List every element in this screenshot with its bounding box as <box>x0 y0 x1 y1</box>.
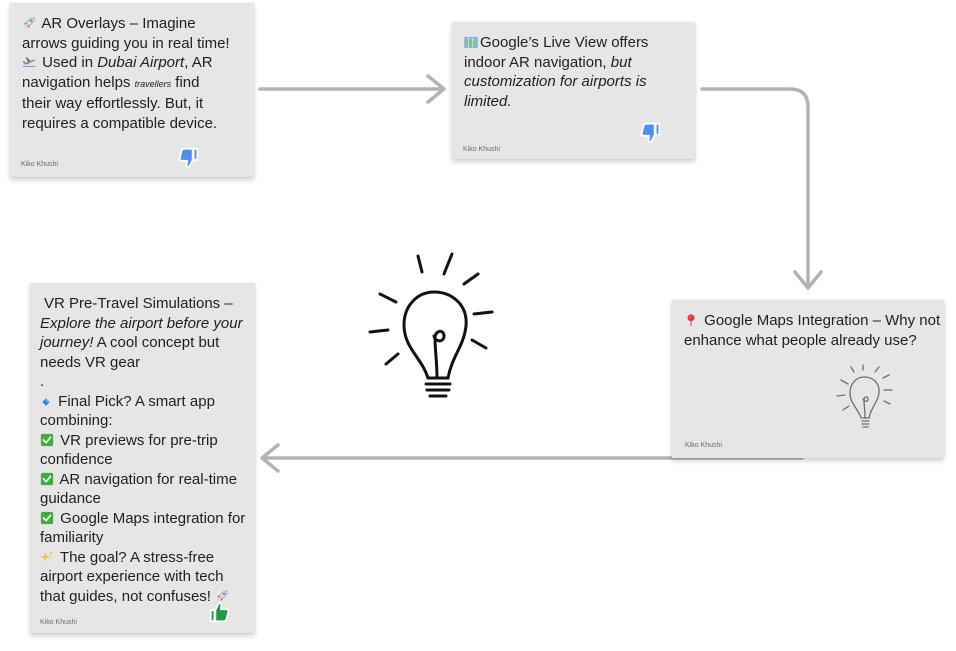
liveview-line-1: Google’s Live View offers <box>480 34 649 51</box>
ar-line-2: arrows guiding you in real time! <box>22 34 230 52</box>
check-box-icon <box>40 472 54 485</box>
liveview-line-4: limited. <box>464 92 512 110</box>
blue-diamond-icon <box>42 397 50 406</box>
vr-line-2: Explore the airport before your <box>40 314 243 332</box>
thumbs-up-icon[interactable] <box>206 599 232 625</box>
ar-line-3b: Dubai Airport <box>97 54 185 71</box>
airplane-icon <box>22 57 36 67</box>
vr-line-11: guidance <box>40 490 101 507</box>
pin-icon <box>687 314 695 327</box>
ar-line-3c: , AR <box>184 54 213 71</box>
sticky-note-google-live-view[interactable]: Google’s Live View offers indoor AR navi… <box>452 22 695 159</box>
check-box-icon <box>40 433 54 446</box>
vr-line-5: . <box>40 373 45 390</box>
vr-line-14: The goal? A stress-free <box>59 548 215 566</box>
vr-line-8: VR previews for pre-trip <box>60 431 218 449</box>
sticky-note-google-maps-integration[interactable]: Google Maps Integration – Why not enhanc… <box>672 300 944 458</box>
sticky-note-text: VR Pre-Travel Simulations – Explore the … <box>40 294 245 606</box>
vr-line-9: confidence <box>40 451 113 468</box>
check-box-icon <box>40 511 54 524</box>
vr-line-15: airport experience with tech <box>40 568 224 585</box>
sticky-note-ar-overlays[interactable]: AR Overlays – Imagine arrows guiding you… <box>10 3 254 177</box>
ar-line-5: their way effortlessly. But, it <box>22 95 204 112</box>
ar-line-3a: Used in <box>42 54 98 71</box>
vr-line-4: needs VR gear <box>40 353 141 371</box>
connector-liveview-to-maps[interactable] <box>700 87 823 290</box>
rocket-icon <box>23 17 35 29</box>
vr-line-6: Final Pick? A smart app <box>58 392 215 410</box>
ar-line-6: requires a compatible device. <box>22 114 218 132</box>
vr-line-7: combining: <box>40 412 113 429</box>
lightbulb-icon[interactable] <box>360 250 510 410</box>
ar-line-4b: travellers <box>134 78 172 89</box>
thumbs-down-icon[interactable] <box>638 120 664 146</box>
maps-line-2: enhance what people already use? <box>684 331 917 349</box>
sticky-note-vr-final-pick[interactable]: VR Pre-Travel Simulations – Explore the … <box>30 283 255 633</box>
sticky-author: Kiko Khushi <box>21 161 58 168</box>
connector-ar-to-liveview[interactable] <box>258 74 446 104</box>
rocket-icon <box>216 589 228 601</box>
thumbs-down-icon[interactable] <box>176 145 202 171</box>
vr-line-10: AR navigation for real-time <box>59 470 237 488</box>
sticky-author: Kiko Khushi <box>463 146 500 153</box>
ar-line-4c: find <box>171 73 200 91</box>
sticky-note-text: Google Maps Integration – Why not enhanc… <box>684 311 940 350</box>
maps-line-1: Google Maps Integration – Why not <box>704 312 941 329</box>
vr-line-1: VR Pre-Travel Simulations – <box>44 295 233 312</box>
vr-line-3a: journey! <box>40 334 94 351</box>
vr-line-3b: A cool concept but <box>93 334 220 351</box>
liveview-line-3: customization for airports is <box>464 73 647 90</box>
liveview-line-2b: but <box>610 53 632 71</box>
liveview-line-2a: indoor AR navigation, <box>464 53 611 71</box>
ar-line-1: AR Overlays – Imagine <box>41 15 196 32</box>
sticky-note-text: Google’s Live View offers indoor AR navi… <box>464 33 685 111</box>
sticky-note-text: AR Overlays – Imagine arrows guiding you… <box>22 14 244 133</box>
lightbulb-icon <box>836 364 893 428</box>
sticky-author: Kiko Khushi <box>40 619 77 626</box>
vr-line-16: that guides, not confuses! <box>40 587 211 605</box>
map-icon <box>464 37 478 48</box>
vr-line-13: familiarity <box>40 529 104 546</box>
sticky-author: Kiko Khushi <box>685 442 722 449</box>
vr-line-12: Google Maps integration for <box>60 509 246 527</box>
ar-line-4a: navigation helps <box>22 73 135 91</box>
sparkles-icon <box>40 550 54 562</box>
